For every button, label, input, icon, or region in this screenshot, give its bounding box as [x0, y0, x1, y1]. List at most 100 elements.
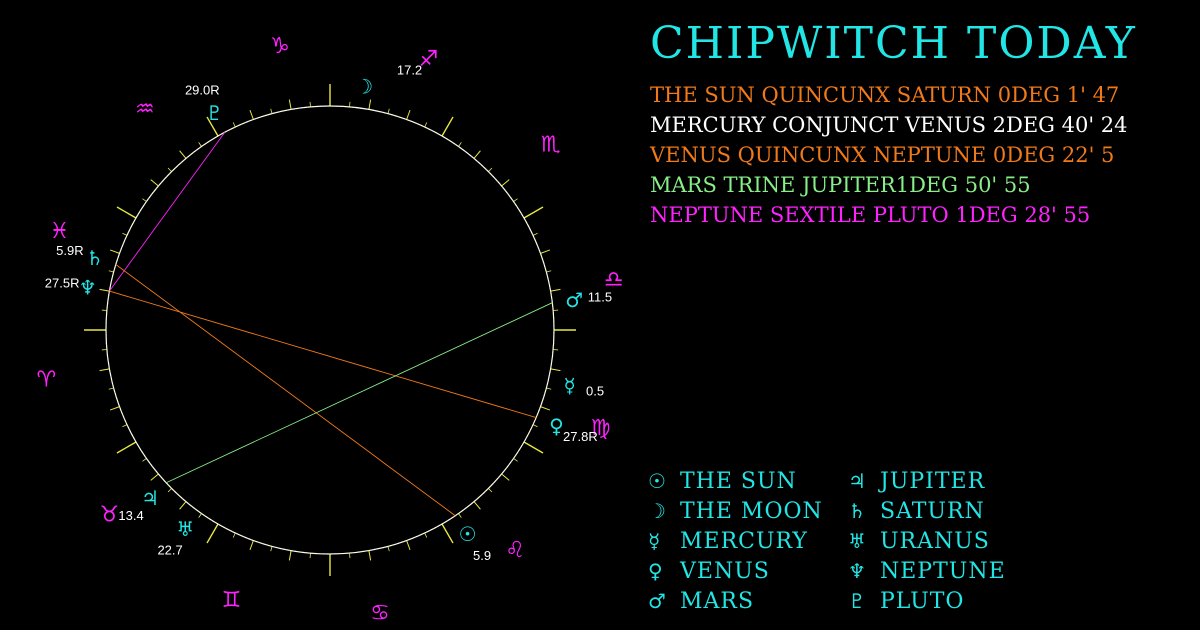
wheel-tick [198, 142, 202, 147]
wheel-tick [108, 387, 114, 390]
wheel-tick [458, 142, 462, 147]
taurus-icon: ♉ [100, 503, 120, 528]
legend-label: NEPTUNE [880, 558, 1006, 584]
legend-item: ♂MARS [648, 586, 848, 616]
legend-item: ♇ PLUTO [848, 586, 1048, 616]
mercury-icon: ☿ [564, 373, 576, 397]
wheel-tick [232, 532, 236, 538]
legend-label: JUPITER [880, 468, 986, 494]
aspect-line [115, 264, 456, 517]
wheel-tick [179, 501, 187, 510]
wheel-tick [99, 368, 110, 372]
uranus-icon: ♅ [848, 529, 866, 553]
wheel-tick [150, 179, 159, 187]
virgo-icon: ♍ [591, 416, 611, 441]
wheel-tick [550, 368, 561, 372]
wheel-tick [406, 109, 411, 120]
planet-degree-label: 27.5R [45, 275, 80, 290]
planet-markers: ☉5.9☽☿0.5♀27.8R♂11.5♃13.4♄5.9R♅22.7♆27.5… [45, 62, 612, 563]
aspect-line [109, 290, 537, 418]
wheel-tick [532, 424, 538, 428]
legend-label: MARS [680, 588, 755, 614]
wheel-tick [109, 249, 120, 254]
wheel-tick [108, 270, 114, 273]
wheel-tick [288, 550, 292, 561]
wheel-tick [540, 406, 551, 411]
wheel-tick [406, 540, 411, 551]
sun-icon: ☉ [459, 522, 477, 546]
wheel-tick [116, 441, 137, 454]
wheel-tick [513, 458, 518, 462]
planet-degree-label: 22.7 [157, 543, 182, 558]
sagittarius-icon: ♐ [419, 47, 439, 72]
legend-label: MERCURY [680, 528, 808, 554]
planet-degree-label: 5.9R [56, 243, 83, 258]
wheel-tick [546, 270, 552, 273]
wheel-tick [523, 441, 544, 454]
wheel-tick [179, 150, 187, 159]
legend-label: THE SUN [680, 468, 797, 494]
wheel-tick [122, 232, 128, 236]
wheel-tick [99, 288, 110, 292]
aspect-item: MARS TRINE JUPITER1DEG 50' 55 [650, 173, 1031, 197]
planet-legend: ☉THE SUN ♃JUPITER ☽THE MOON ♄SATURN ☿MER… [648, 466, 1048, 616]
natal-chart-wheel: ♑♐♒♏♓♎♈♍♉♌♊♋ ☉5.9☽☿0.5♀27.8R♂11.5♃13.4♄5… [37, 34, 624, 626]
mercury-icon: ☿ [648, 529, 661, 553]
legend-label: PLUTO [880, 588, 965, 614]
legend-label: URANUS [880, 528, 990, 554]
neptune-icon: ♆ [848, 559, 866, 583]
pluto-icon: ♇ [848, 589, 866, 613]
planet-degree-label: 0.5 [586, 384, 604, 399]
cancer-icon: ♋ [370, 601, 390, 626]
libra-icon: ♎ [604, 267, 624, 292]
wheel-tick [368, 550, 372, 561]
gemini-icon: ♊ [222, 588, 242, 613]
pluto-icon: ♇ [206, 101, 224, 125]
wheel-tick [387, 546, 390, 552]
wheel-tick [523, 206, 544, 219]
moon-icon: ☽ [648, 499, 666, 523]
wheel-tick [424, 532, 428, 538]
wheel-tick [458, 513, 462, 518]
uranus-icon: ♅ [176, 517, 194, 541]
wheel-tick [142, 198, 147, 202]
wheel-tick [249, 540, 254, 551]
legend-label: VENUS [680, 558, 770, 584]
aspect-lines [109, 131, 553, 517]
wheel-tick [501, 473, 510, 481]
aspect-line [109, 131, 226, 292]
planet-degree-label: 13.4 [118, 508, 143, 523]
wheel-tick [122, 424, 128, 428]
wheel-tick [501, 179, 510, 187]
scorpio-icon: ♏ [541, 132, 561, 157]
page-title: CHIPWITCH TODAY [650, 18, 1137, 69]
wheel-tick [488, 488, 493, 493]
legend-item: ☉ THE SUN [648, 466, 848, 496]
wheel-tick [150, 473, 159, 481]
wheel-tick [532, 232, 538, 236]
wheel-tick [232, 122, 236, 128]
wheel-tick [142, 458, 147, 462]
wheel-tick [270, 108, 273, 114]
legend-item: ☽ THE MOON [648, 496, 848, 526]
wheel-tick [540, 249, 551, 254]
planet-degree-label: 27.8R [563, 429, 598, 444]
wheel-tick [546, 387, 552, 390]
wheel-tick [167, 167, 172, 172]
wheel-tick [288, 99, 292, 110]
wheel-tick [368, 99, 372, 110]
sun-icon: ☉ [648, 469, 666, 493]
aspect-list: THE SUN QUINCUNX SATURN 0DEG 1' 47 MERCU… [650, 80, 1128, 230]
saturn-icon: ♄ [848, 499, 866, 523]
wheel-tick [249, 109, 254, 120]
capricorn-icon: ♑ [270, 34, 290, 59]
wheel-tick [473, 150, 481, 159]
wheel-tick [109, 406, 120, 411]
wheel-outer-ring [105, 105, 555, 555]
wheel-circle [105, 105, 555, 555]
legend-label: THE MOON [680, 498, 823, 524]
aspect-line [165, 302, 553, 484]
aspect-item: VENUS QUINCUNX NEPTUNE 0DEG 22' 5 [650, 143, 1115, 167]
mars-icon: ♂ [565, 288, 583, 312]
wheel-tick [387, 108, 390, 114]
